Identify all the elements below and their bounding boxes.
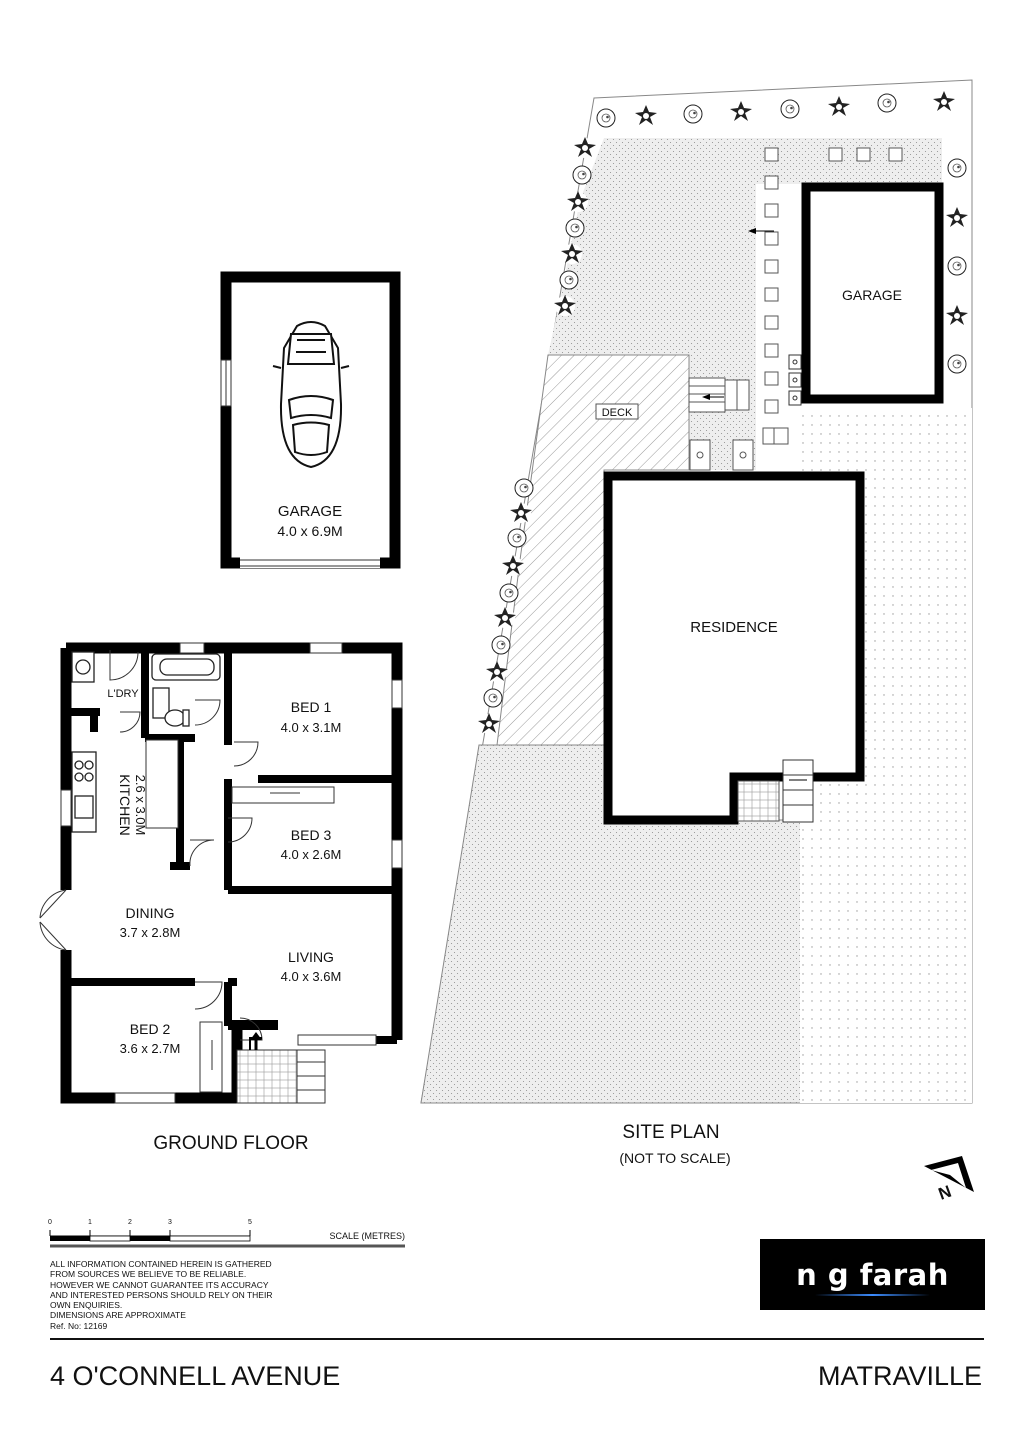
scale-bar — [49, 1230, 405, 1248]
scale-tick-3: 3 — [168, 1219, 172, 1226]
room-label-dining: DINING — [126, 905, 175, 921]
scale-tick-0: 0 — [48, 1219, 52, 1226]
footer-divider — [50, 1338, 984, 1340]
scale-label: SCALE (METRES) — [329, 1231, 405, 1241]
room-label-bed3: BED 3 — [291, 827, 332, 843]
disclaimer-line: HOWEVER WE CANNOT GUARANTEE ITS ACCURACY — [50, 1279, 269, 1290]
garage-room-dims: 4.0 x 6.9M — [277, 523, 342, 539]
room-label-laundry: L'DRY — [107, 688, 139, 700]
disclaimer-ref: Ref. No: 12169 — [50, 1320, 108, 1331]
ground-floor-title: GROUND FLOOR — [153, 1133, 308, 1154]
room-dims-bed3: 4.0 x 2.6M — [281, 847, 342, 862]
disclaimer-line: FROM SOURCES WE BELIEVE TO BE RELIABLE. — [50, 1269, 247, 1280]
scale-tick-2: 2 — [128, 1219, 132, 1226]
north-arrow-icon: N — [924, 1156, 974, 1204]
garage-room-label: GARAGE — [278, 503, 342, 520]
footer-suburb: MATRAVILLE — [818, 1361, 982, 1391]
room-label-kitchen: KITCHEN — [117, 774, 133, 835]
scale-tick-1: 1 — [88, 1219, 92, 1226]
site-plan — [420, 79, 973, 1104]
site-plan-title: SITE PLAN — [622, 1122, 719, 1143]
brand-logo-underline — [815, 1294, 930, 1296]
scale-tick-5: 5 — [248, 1219, 252, 1226]
footer-address: 4 O'CONNELL AVENUE — [50, 1361, 340, 1391]
kitchen-label-group: KITCHEN 2.6 x 3.0M — [117, 774, 148, 835]
room-dims-bed2: 3.6 x 2.7M — [120, 1041, 181, 1056]
room-label-bed1: BED 1 — [291, 699, 332, 715]
site-deck-label: DECK — [602, 407, 633, 419]
car-icon — [272, 321, 350, 469]
room-dims-kitchen: 2.6 x 3.0M — [133, 775, 148, 836]
room-label-bed2: BED 2 — [130, 1021, 171, 1037]
brand-logo-text: n g farah — [796, 1257, 949, 1292]
room-dims-bed1: 4.0 x 3.1M — [281, 720, 342, 735]
site-residence-label: RESIDENCE — [690, 619, 778, 636]
room-label-living: LIVING — [288, 949, 334, 965]
deck-label-box — [595, 403, 639, 420]
garage-floorplan — [220, 271, 401, 569]
site-garage-label: GARAGE — [842, 287, 902, 303]
disclaimer-line: ALL INFORMATION CONTAINED HEREIN IS GATH… — [50, 1259, 272, 1269]
disclaimer-line: OWN ENQUIRIES. — [50, 1300, 123, 1311]
ground-floor-plan — [39, 642, 403, 1104]
disclaimer: ALL INFORMATION CONTAINED HEREIN IS GATH… — [50, 1259, 272, 1331]
disclaimer-line: AND INTERESTED PERSONS SHOULD RELY ON TH… — [50, 1289, 273, 1300]
site-plan-subtitle: (NOT TO SCALE) — [619, 1150, 730, 1166]
north-label: N — [936, 1182, 954, 1204]
room-dims-living: 4.0 x 3.6M — [281, 969, 342, 984]
disclaimer-line: DIMENSIONS ARE APPROXIMATE — [50, 1310, 186, 1321]
room-dims-dining: 3.7 x 2.8M — [120, 925, 181, 940]
brand-logo: n g farah — [760, 1239, 985, 1310]
